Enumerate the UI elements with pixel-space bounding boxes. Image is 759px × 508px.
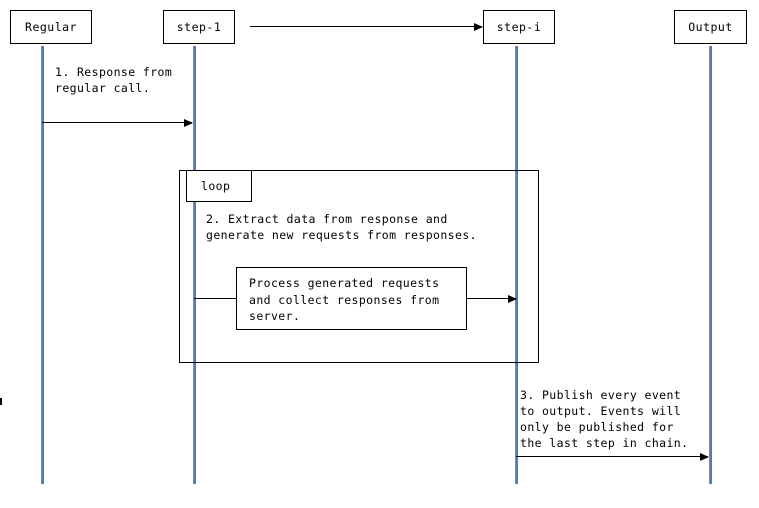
chain-continuation-arrow	[250, 22, 483, 31]
message-arrow-2-right-segment	[467, 294, 517, 303]
participant-label-regular: Regular	[25, 20, 77, 34]
participant-box-step-i[interactable]: step-i	[483, 10, 555, 44]
loop-fragment-frame	[179, 170, 539, 363]
message-label-3: 3. Publish every event to output. Events…	[520, 388, 689, 450]
participant-label-output: Output	[688, 20, 733, 34]
loop-fragment-label: loop	[186, 170, 252, 202]
participant-box-output[interactable]: Output	[674, 10, 747, 44]
message-label-2: 2. Extract data from response and genera…	[206, 212, 477, 242]
message-arrow-2-left-segment	[194, 298, 237, 299]
process-note-text: Process generated requests and collect r…	[249, 276, 440, 323]
lifeline-regular	[41, 46, 44, 484]
loop-operator-text: loop	[201, 179, 231, 193]
message-label-1: 1. Response from regular call.	[55, 65, 173, 95]
participant-label-step-1: step-1	[176, 20, 222, 34]
process-note-box: Process generated requests and collect r…	[236, 267, 467, 330]
message-arrow-3	[516, 452, 709, 461]
participant-box-regular[interactable]: Regular	[10, 10, 92, 44]
participant-label-step-i: step-i	[496, 20, 542, 34]
participant-box-step-1[interactable]: step-1	[163, 10, 235, 44]
lifeline-step-1	[193, 46, 196, 484]
lifeline-output	[709, 46, 712, 484]
lifeline-step-i	[515, 46, 518, 484]
message-arrow-1	[42, 118, 193, 127]
edge-artifact-mark	[0, 398, 2, 405]
